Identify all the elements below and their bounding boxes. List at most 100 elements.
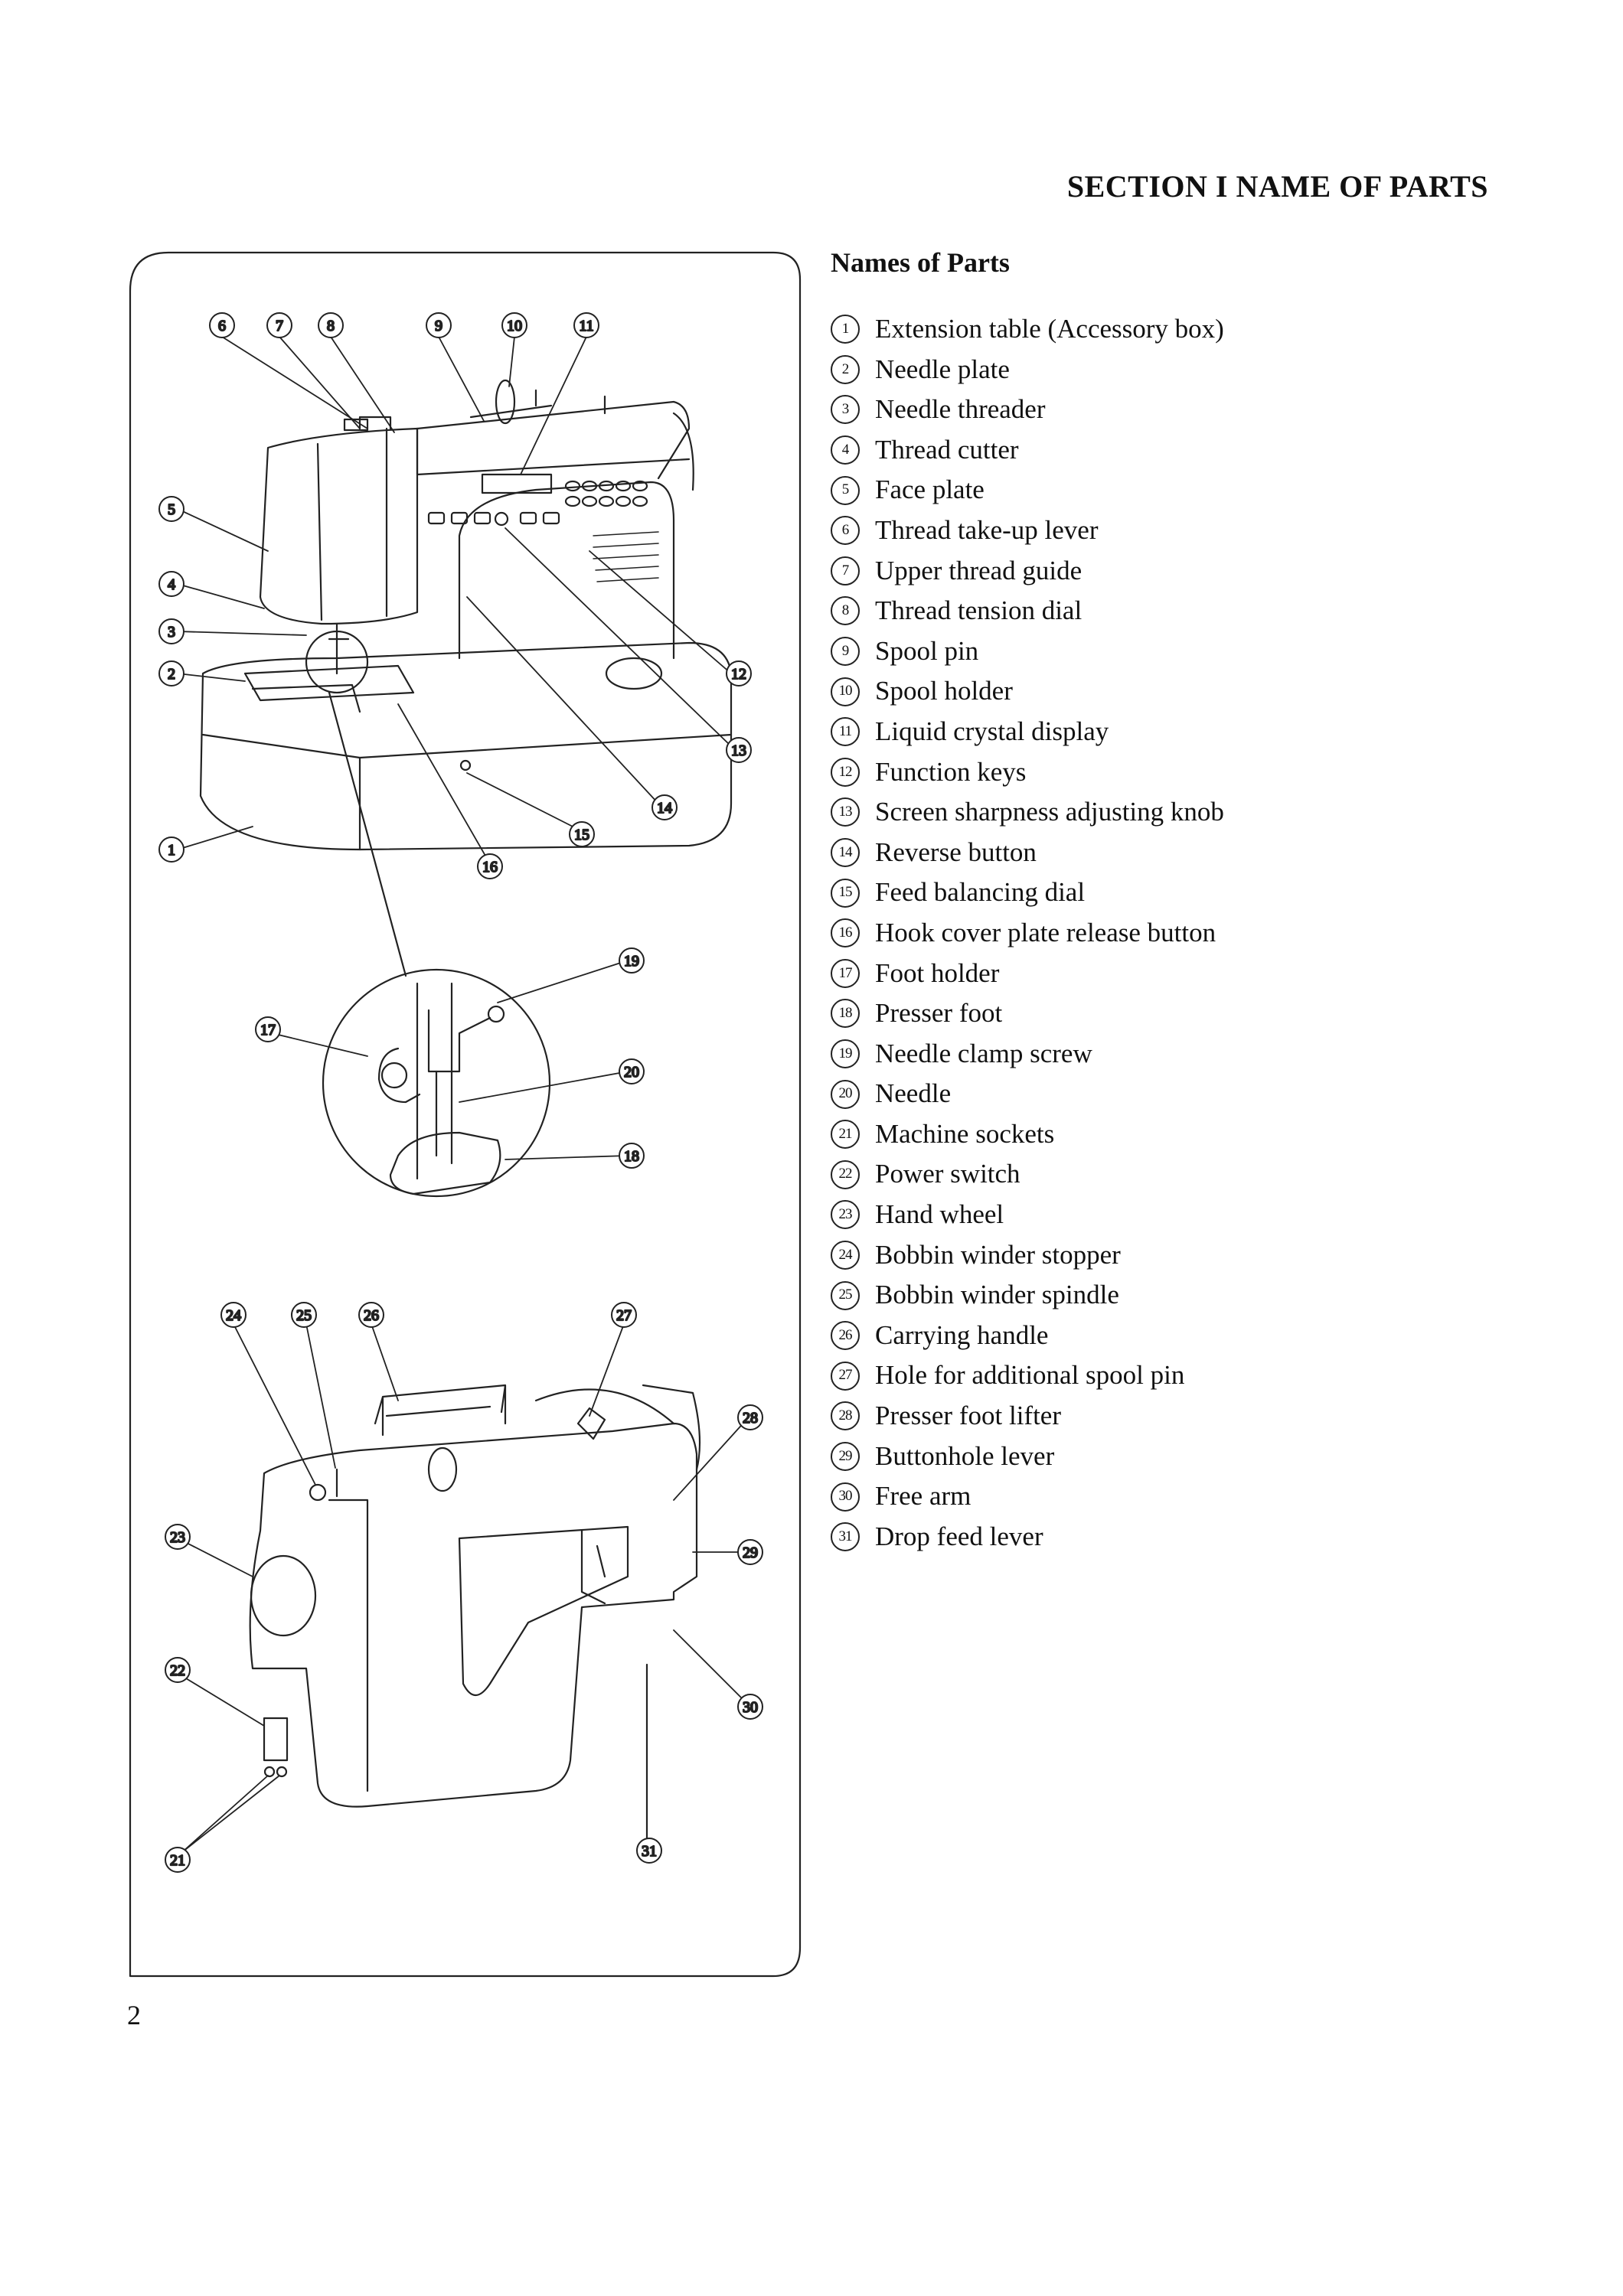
part-name: Reverse button — [875, 837, 1037, 867]
rear-spool — [427, 1446, 458, 1492]
part-number-badge: 10 — [831, 677, 860, 706]
part-name: Liquid crystal display — [875, 716, 1109, 746]
part-name: Buttonhole lever — [875, 1440, 1055, 1471]
leader-lines — [177, 336, 747, 1853]
part-number-badge: 22 — [831, 1159, 860, 1189]
callout-31: 31 — [636, 1838, 662, 1864]
callout-17: 17 — [255, 1016, 281, 1042]
callout-label: 11 — [579, 318, 593, 334]
hand-wheel — [250, 1554, 317, 1637]
callout-28: 28 — [737, 1404, 763, 1430]
callout-label: 21 — [170, 1852, 185, 1869]
callout-15: 15 — [569, 821, 595, 847]
part-name: Hole for additional spool pin — [875, 1360, 1185, 1391]
part-number-badge: 16 — [831, 918, 860, 948]
callout-label: 5 — [168, 501, 175, 518]
callout-30: 30 — [737, 1694, 763, 1720]
callout-27: 27 — [611, 1302, 637, 1328]
part-name: Upper thread guide — [875, 555, 1083, 585]
part-number-badge: 1 — [831, 315, 860, 344]
callout-label: 13 — [731, 742, 746, 759]
callout-label: 4 — [168, 576, 175, 593]
part-number-badge: 26 — [831, 1321, 860, 1351]
front-view-machine — [199, 379, 733, 851]
callout-label: 26 — [364, 1307, 379, 1324]
part-name: Hand wheel — [875, 1199, 1004, 1230]
part-name: Drop feed lever — [875, 1521, 1043, 1551]
callout-label: 31 — [642, 1843, 657, 1860]
callout-label: 30 — [743, 1699, 758, 1716]
callout-label: 7 — [276, 318, 283, 334]
part-name: Spool holder — [875, 676, 1013, 706]
callout-2: 2 — [158, 660, 185, 687]
sharpness-knob — [494, 511, 509, 527]
part-item: 27 Hole for additional spool pin — [831, 1355, 1224, 1396]
callout-label: 17 — [260, 1022, 276, 1039]
part-name: Screen sharpness adjusting knob — [875, 797, 1224, 827]
part-name: Presser foot lifter — [875, 1401, 1061, 1431]
names-heading: Names of Parts — [831, 247, 1010, 278]
callout-7: 7 — [266, 312, 292, 338]
page-number: 2 — [127, 2000, 141, 2030]
callout-numbers: 6 7 8 9 10 11 5 4 3 2 1 12 13 14 15 16 1… — [158, 312, 763, 1873]
part-name: Needle — [875, 1078, 952, 1109]
part-number-badge: 23 — [831, 1200, 860, 1230]
bobbin-winder-stopper — [309, 1483, 327, 1502]
part-item: 23 Hand wheel — [831, 1195, 1224, 1235]
part-number-badge: 24 — [831, 1240, 860, 1270]
part-name: Presser foot — [875, 998, 1003, 1029]
callout-label: 24 — [226, 1307, 241, 1324]
callout-16: 16 — [477, 853, 503, 879]
part-name: Feed balancing dial — [875, 877, 1086, 908]
callout-23: 23 — [165, 1524, 191, 1550]
callout-5: 5 — [158, 496, 185, 522]
part-number-badge: 9 — [831, 637, 860, 667]
part-item: 8 Thread tension dial — [831, 591, 1224, 631]
part-item: 18 Presser foot — [831, 993, 1224, 1034]
callout-label: 20 — [624, 1064, 639, 1081]
callout-label: 8 — [327, 318, 335, 334]
callout-label: 12 — [731, 666, 746, 683]
function-keys — [427, 480, 648, 525]
callout-label: 25 — [296, 1307, 312, 1324]
part-item: 11 Liquid crystal display — [831, 712, 1224, 752]
callout-13: 13 — [726, 737, 752, 763]
part-number-badge: 18 — [831, 999, 860, 1029]
part-name: Machine sockets — [875, 1118, 1055, 1149]
callout-label: 6 — [218, 318, 226, 334]
sewing-machine-figure: 6 7 8 9 10 11 5 4 3 2 1 12 13 14 15 16 1… — [129, 251, 802, 1978]
part-name: Thread take-up lever — [875, 514, 1099, 545]
machine-socket — [276, 1766, 288, 1778]
callout-label: 19 — [624, 953, 639, 970]
callout-label: 15 — [574, 827, 589, 843]
part-number-badge: 28 — [831, 1401, 860, 1431]
part-number-badge: 11 — [831, 717, 860, 747]
part-number-badge: 27 — [831, 1361, 860, 1391]
callout-26: 26 — [358, 1302, 384, 1328]
callout-label: 29 — [743, 1544, 758, 1561]
part-name: Thread tension dial — [875, 595, 1083, 626]
callout-9: 9 — [426, 312, 452, 338]
part-item: 10 Spool holder — [831, 671, 1224, 712]
part-number-badge: 15 — [831, 878, 860, 908]
callout-label: 2 — [168, 666, 175, 683]
part-number-badge: 8 — [831, 596, 860, 626]
part-number-badge: 29 — [831, 1441, 860, 1471]
callout-1: 1 — [158, 837, 185, 863]
callout-3: 3 — [158, 618, 185, 644]
callout-24: 24 — [220, 1302, 247, 1328]
feed-balancing-dial — [459, 759, 472, 771]
part-name: Carrying handle — [875, 1319, 1049, 1350]
